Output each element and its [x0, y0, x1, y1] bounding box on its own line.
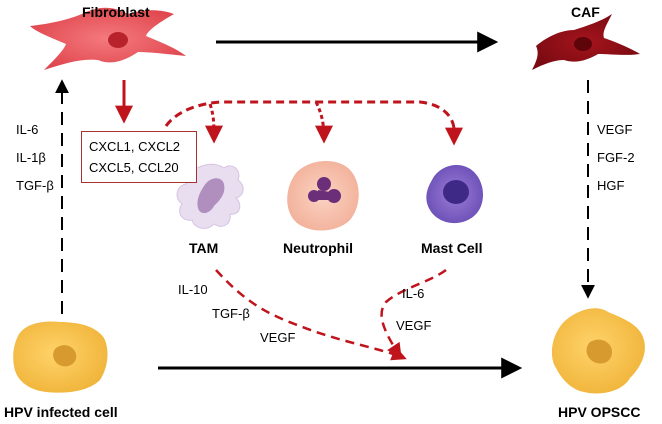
- caf-cell-icon: [532, 14, 640, 70]
- chemokine-box: CXCL1, CXCL2 CXCL5, CCL20: [81, 131, 197, 183]
- tam-label: TAM: [189, 240, 219, 256]
- factor-hgf-right: HGF: [597, 178, 625, 193]
- hpv-infected-label: HPV infected cell: [4, 404, 118, 420]
- tam-factor-vegf: VEGF: [260, 330, 296, 345]
- arc-to-neutrophil-arrow: [314, 101, 333, 144]
- mast-factor-vegf: VEGF: [396, 318, 432, 333]
- arc-to-tam-arrow: [204, 103, 223, 144]
- mast-cell-to-opscc-arrow: [380, 268, 447, 359]
- factor-fgf2-right: FGF-2: [597, 150, 635, 165]
- chemokine-recruitment-arc: [164, 100, 456, 129]
- chemokine-line-2: CXCL5, CCL20: [89, 160, 179, 175]
- mast-cell-label: Mast Cell: [421, 240, 483, 256]
- hpv-opscc-label: HPV OPSCC: [558, 404, 641, 420]
- tam-factor-il10: IL-10: [178, 282, 208, 297]
- mast-factor-il6: IL-6: [402, 286, 425, 301]
- infected-cell-icon: [13, 321, 108, 393]
- fibroblast-label: Fibroblast: [82, 4, 150, 20]
- mast-cell-icon: [426, 165, 483, 224]
- factor-vegf-right: VEGF: [597, 122, 633, 137]
- chemokine-line-1: CXCL1, CXCL2: [89, 139, 181, 154]
- factor-tgfb-left: TGF-β: [16, 178, 54, 193]
- tumor-cell-icon: [551, 308, 645, 394]
- tam-factor-tgfb: TGF-β: [212, 306, 250, 321]
- factor-il6-left: IL-6: [16, 122, 39, 137]
- neutrophil-label: Neutrophil: [283, 240, 353, 256]
- caf-label: CAF: [571, 4, 600, 20]
- tam-to-opscc-arrow: [215, 269, 407, 361]
- factor-il1b-left: IL-1β: [16, 150, 46, 165]
- neutrophil-cell-icon: [287, 161, 359, 231]
- fibroblast-cell-icon: [30, 7, 186, 71]
